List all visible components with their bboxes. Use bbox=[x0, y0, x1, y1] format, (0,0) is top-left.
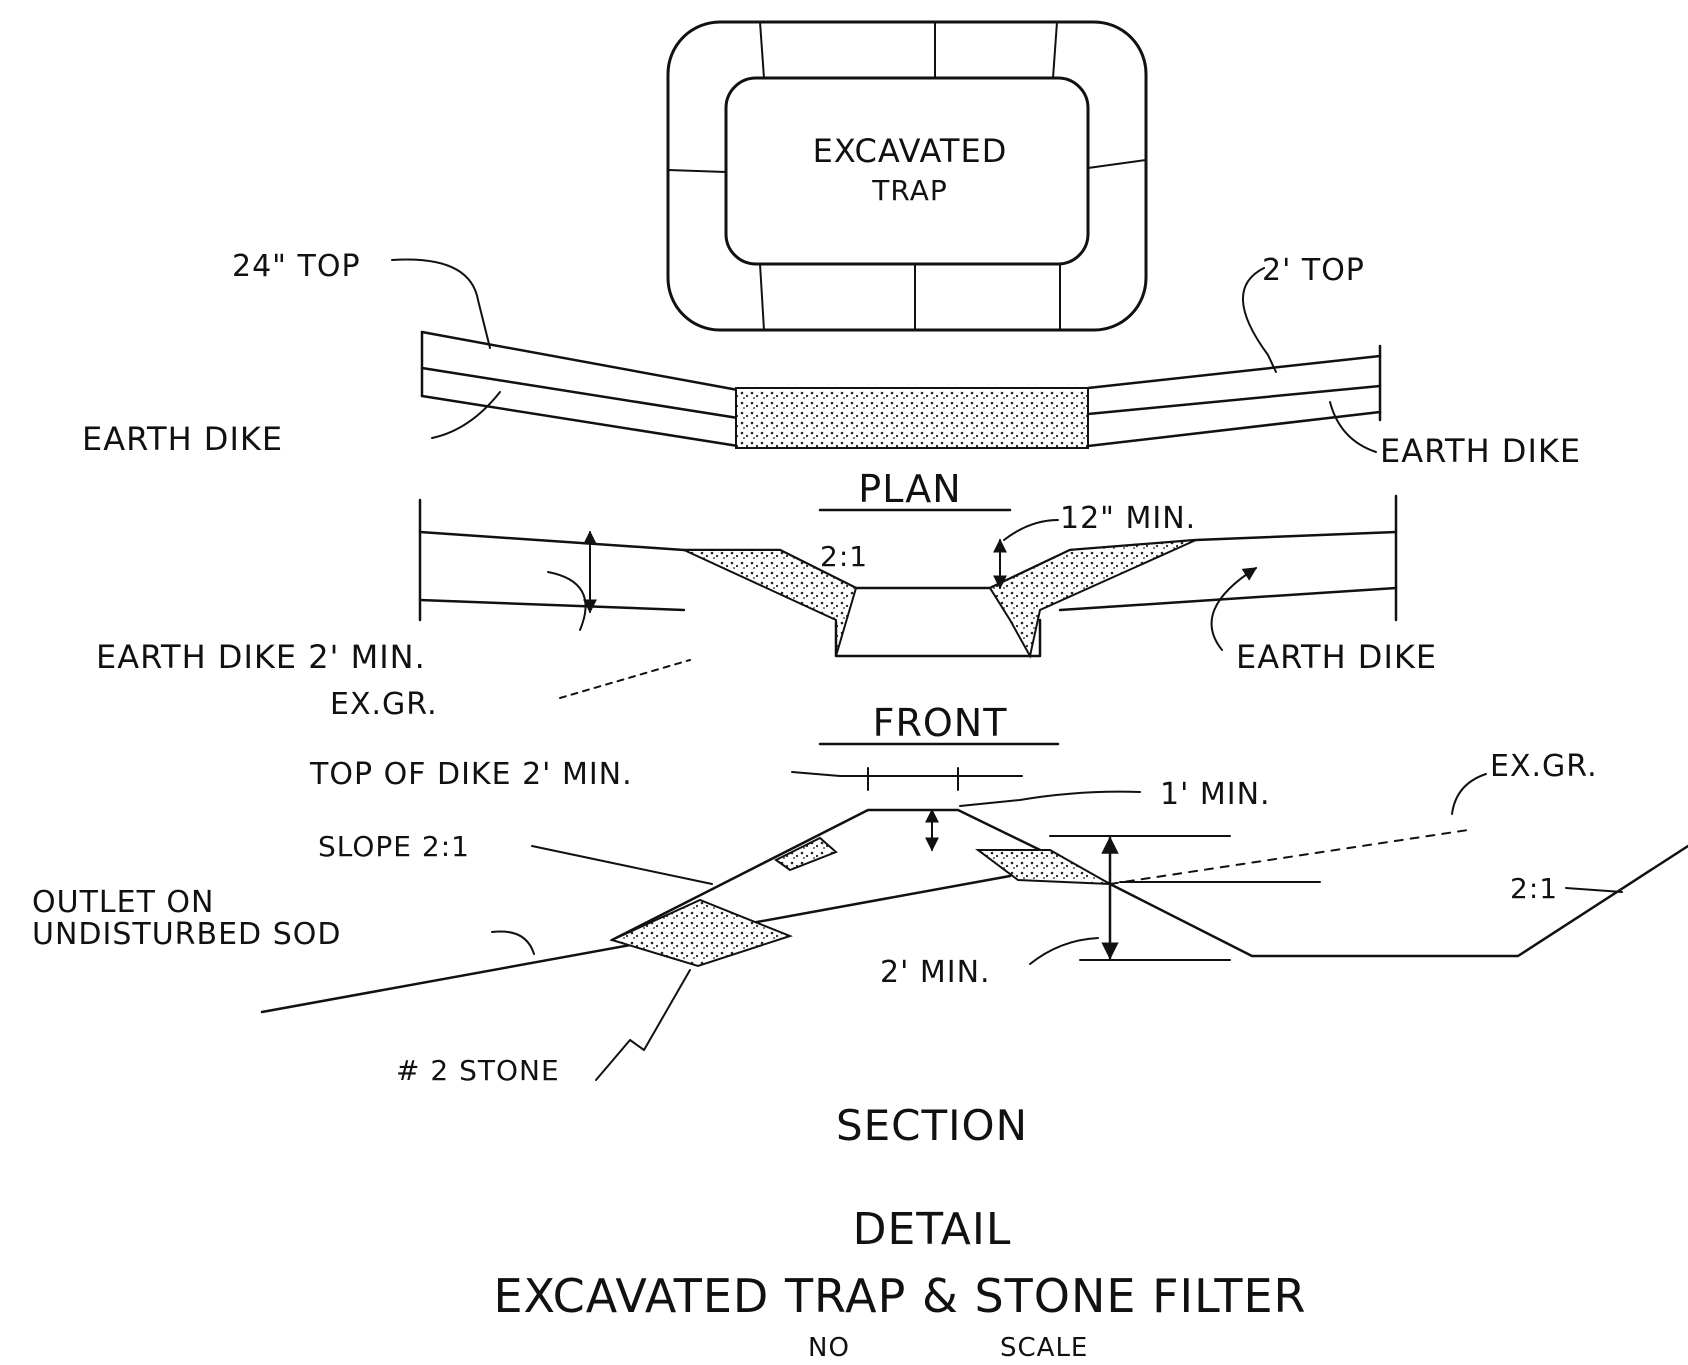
plan-right-dike-label: EARTH DIKE bbox=[1380, 432, 1581, 470]
plan-left-dike-label: EARTH DIKE bbox=[82, 420, 283, 458]
front-notch-bottom bbox=[834, 618, 1042, 658]
title-scale-b: SCALE bbox=[1000, 1333, 1088, 1363]
trap-label-line1: EXCAVATED bbox=[813, 132, 1008, 170]
trap-slope-hachures bbox=[667, 21, 1147, 331]
trap-bottom-outline bbox=[724, 76, 1090, 266]
plan-left-top-leader bbox=[391, 258, 491, 349]
plan-left-top-label: 24" TOP bbox=[232, 249, 361, 284]
section-top-of-dike-label: TOP OF DIKE 2' MIN. bbox=[309, 757, 633, 792]
plan-right-top-leader bbox=[1242, 267, 1277, 373]
front-slope-label: 2:1 bbox=[820, 540, 868, 573]
front-stone-filter bbox=[683, 549, 858, 657]
section-freeboard-label: 1' MIN. bbox=[1160, 777, 1271, 812]
front-left-dike-label: EARTH DIKE 2' MIN. bbox=[96, 638, 426, 676]
section-outlet-leader bbox=[491, 930, 535, 955]
plan-right-top-label: 2' TOP bbox=[1262, 253, 1365, 288]
plan-view-title: PLAN bbox=[858, 467, 961, 511]
plan-left-dike-leader bbox=[431, 391, 501, 439]
front-existing-grade-label: EX.GR. bbox=[330, 687, 438, 722]
section-depth-label: 2' MIN. bbox=[880, 955, 991, 990]
front-existing-grade bbox=[559, 659, 691, 699]
title-scale-a: NO bbox=[808, 1333, 850, 1363]
title-line2: EXCAVATED TRAP & STONE FILTER bbox=[493, 1269, 1306, 1323]
section-trap-outline bbox=[1108, 844, 1688, 958]
front-right-dike-leader bbox=[1210, 567, 1258, 651]
front-right-dike-label: EARTH DIKE bbox=[1236, 638, 1437, 676]
front-view: 12" MIN. 2:1 EARTH DIKE 2' MIN. EARTH DI… bbox=[96, 494, 1437, 746]
section-top-of-dike-leader bbox=[791, 771, 841, 777]
section-depth-leader bbox=[1029, 937, 1099, 965]
plan-left-dike bbox=[420, 330, 740, 448]
section-existing-grade bbox=[1109, 829, 1469, 885]
front-view-title: FRONT bbox=[873, 701, 1008, 745]
section-dike-outline bbox=[610, 808, 1112, 942]
plan-right-dike bbox=[1086, 344, 1382, 448]
section-slope-label: SLOPE 2:1 bbox=[318, 830, 470, 863]
plan-view: EXCAVATED TRAP 24" TOP 2' TOP EARTH DIKE… bbox=[82, 20, 1581, 512]
section-view-title: SECTION bbox=[836, 1101, 1028, 1150]
front-min-depth-label: 12" MIN. bbox=[1060, 501, 1196, 536]
section-view: TOP OF DIKE 2' MIN. 1' MIN. EX.GR. SLOPE… bbox=[32, 749, 1688, 1150]
plan-right-dike-leader bbox=[1329, 401, 1377, 453]
section-slope-leader bbox=[531, 845, 713, 885]
title-block: DETAIL EXCAVATED TRAP & STONE FILTER NO … bbox=[493, 1204, 1306, 1363]
section-stone-top bbox=[774, 836, 838, 872]
section-existing-grade-label: EX.GR. bbox=[1490, 749, 1598, 784]
section-right-slope-leader bbox=[1565, 887, 1623, 893]
section-stone-leader bbox=[595, 969, 691, 1081]
trap-label-line2: TRAP bbox=[871, 174, 947, 207]
section-exgr-leader bbox=[1451, 773, 1487, 815]
plan-stone-filter bbox=[735, 387, 1089, 449]
title-line1: DETAIL bbox=[853, 1204, 1012, 1255]
front-dike-outline bbox=[418, 494, 1398, 622]
section-stone-outlet bbox=[609, 898, 793, 968]
front-min-leader bbox=[1003, 519, 1059, 541]
section-outlet-line2: UNDISTURBED SOD bbox=[32, 917, 341, 952]
front-stone-filter-right bbox=[988, 539, 1197, 659]
trap-outer-outline bbox=[666, 20, 1148, 332]
front-left-dike-leader bbox=[547, 571, 587, 631]
section-right-slope-label: 2:1 bbox=[1510, 872, 1558, 905]
section-outlet-line1: OUTLET ON bbox=[32, 885, 214, 920]
section-stone-label: # 2 STONE bbox=[396, 1054, 560, 1087]
section-freeboard-leader bbox=[959, 790, 1141, 807]
